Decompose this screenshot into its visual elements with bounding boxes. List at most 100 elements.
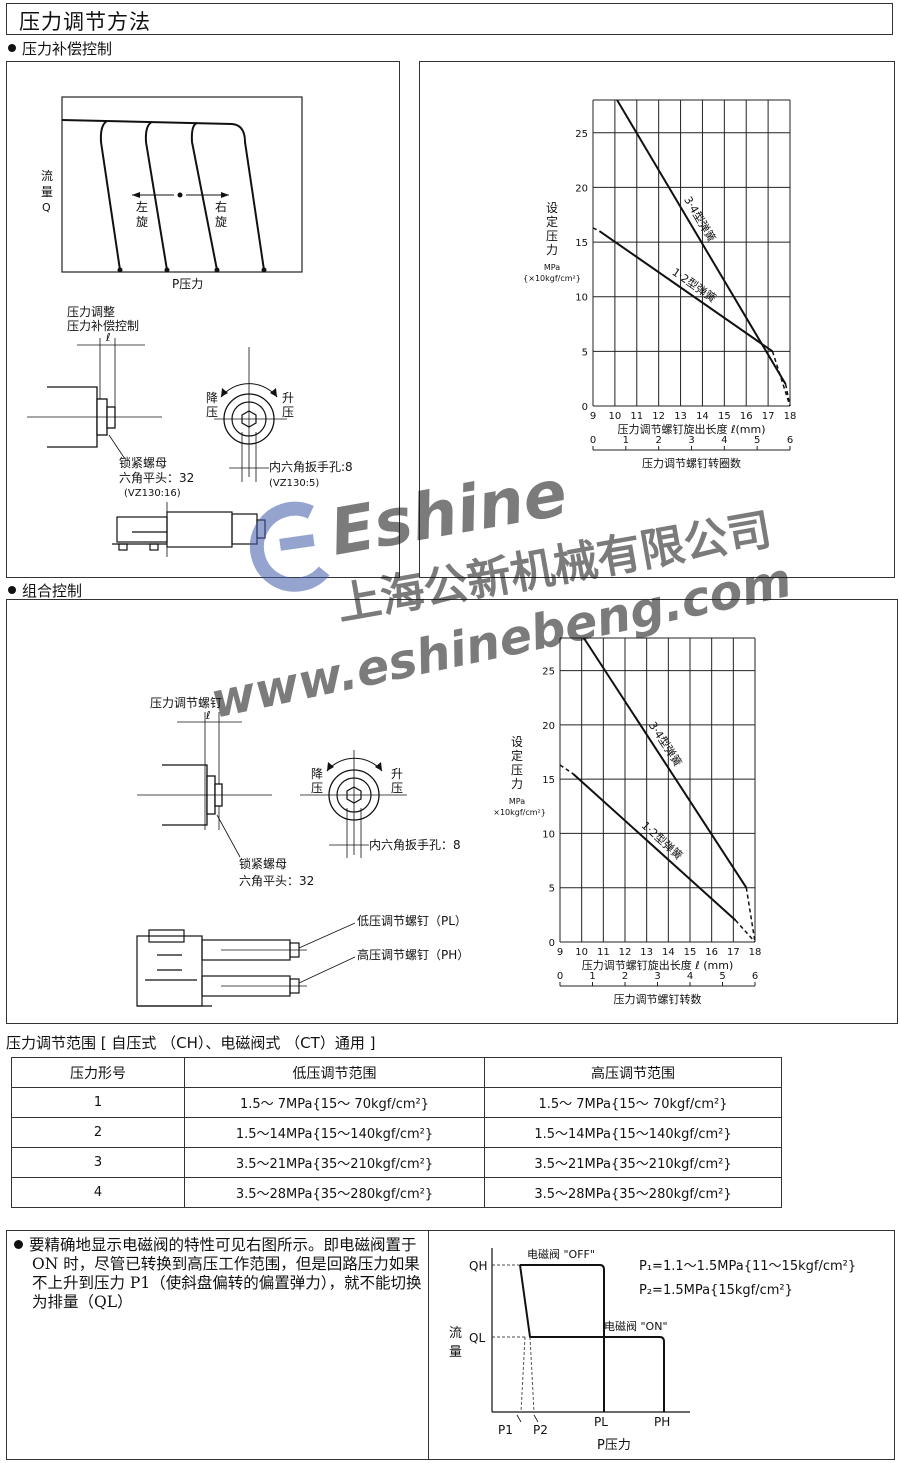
- x-label: P压力: [597, 1438, 631, 1453]
- table-header: 低压调节范围: [184, 1057, 485, 1088]
- x-tick-label: 12: [652, 411, 665, 422]
- vz-code-1: (VZ130:16): [124, 488, 181, 499]
- flow-label-2: 量: [41, 185, 53, 199]
- adj-label-1: 压力调整: [67, 304, 115, 319]
- y-label-char: 设: [546, 201, 558, 215]
- compensation-drawing-panel: 流 量 Q 左 旋 右 旋 P压力 压力调整 压力补偿控制 ℓ 锁紧螺母 六角平…: [6, 61, 400, 578]
- x-tick-label: 16: [740, 411, 753, 422]
- qh-label: QH: [469, 1259, 487, 1273]
- y-label-char: 力: [511, 777, 523, 791]
- table-header: 高压调节范围: [484, 1057, 782, 1088]
- curve-2: [144, 121, 168, 271]
- series-extension: [745, 887, 756, 943]
- x-tick-label: 17: [762, 411, 775, 422]
- series-extension: [734, 919, 756, 943]
- down-label-1: 降: [206, 391, 218, 405]
- turns-tick-label: 1: [589, 971, 595, 982]
- x-tick-label: 17: [727, 947, 740, 958]
- up-label-1: 升: [282, 391, 294, 405]
- hex-socket-label: 内六角扳手孔：8: [369, 838, 461, 852]
- turns-tick-label: 4: [687, 971, 693, 982]
- section-title: 压力补偿控制: [22, 40, 113, 58]
- left-turn-2: 旋: [136, 215, 148, 229]
- x-axis-label: 压力调节螺钉旋出长度 ℓ (mm): [582, 958, 734, 972]
- y-label-unit2: {×10kgf/cm²}: [523, 274, 581, 283]
- turns-tick-label: 6: [752, 971, 758, 982]
- section-title: 组合控制: [22, 582, 83, 600]
- series-line: [598, 230, 774, 353]
- series-line: [572, 772, 737, 922]
- turns-axis-label: 压力调节螺钉转圈数: [642, 456, 741, 470]
- y-tick-label: 10: [575, 293, 588, 304]
- p2-spec: P₂=1.5MPa{15kgf/cm²}: [639, 1283, 793, 1298]
- x-tick-label: 10: [575, 947, 588, 958]
- solenoid-chart: 电磁阀 "OFF" 电磁阀 "ON" P₁=1.1～1.5MPa{11～15kg…: [449, 1247, 856, 1453]
- x-tick-label: 14: [662, 947, 675, 958]
- ql-label: QL: [469, 1331, 485, 1345]
- ell-symbol: ℓ: [205, 709, 211, 722]
- y-label-unit: MPa: [509, 797, 525, 806]
- turns-tick-label: 4: [721, 435, 727, 446]
- solenoid-note: 要精确地显示电磁阀的特性可见右图所示。即电磁阀置于 ON 时，尽管已转换到高压工…: [14, 1236, 424, 1312]
- page-title-bar: 压力调节方法: [6, 3, 893, 35]
- p1-spec: P₁=1.1～1.5MPa{11～15kgf/cm²}: [639, 1259, 856, 1274]
- page-title: 压力调节方法: [19, 10, 151, 34]
- x-tick-label: 15: [718, 411, 731, 422]
- x-tick-label: 13: [674, 411, 687, 422]
- x-tick-label: 12: [619, 947, 632, 958]
- on-label: 电磁阀 "ON": [604, 1319, 668, 1333]
- flow-label-2: 量: [449, 1345, 462, 1360]
- series-lead: [559, 764, 574, 775]
- up-label-2: 压: [282, 405, 294, 419]
- y-tick-label: 10: [542, 829, 555, 840]
- flow-label-1: 流: [41, 169, 53, 183]
- curve-3: [190, 122, 218, 271]
- right-turn-2: 旋: [215, 215, 227, 229]
- lock-nut-label: 锁紧螺母: [239, 856, 287, 871]
- compensation-drawing: 流 量 Q 左 旋 右 旋 P压力 压力调整 压力补偿控制 ℓ 锁紧螺母 六角平…: [27, 96, 353, 557]
- series-extension: [784, 383, 791, 407]
- y-tick-label: 25: [542, 667, 555, 678]
- down-label-2: 压: [206, 405, 218, 419]
- x-label: P压力: [172, 277, 203, 291]
- x-tick-label: 9: [557, 947, 563, 958]
- y-tick-label: 20: [575, 183, 588, 194]
- turns-tick-label: 2: [655, 435, 661, 446]
- section-heading-compensation: 压力补偿控制: [6, 38, 112, 59]
- y-label-unit2: {×10kgf/cm²}: [493, 808, 546, 817]
- y-label-char: 压: [546, 229, 558, 243]
- x-tick-label: 18: [784, 411, 797, 422]
- hex-socket-label: 内六角扳手孔:8: [269, 460, 353, 474]
- x-tick-label: 11: [597, 947, 610, 958]
- y-label-char: 定: [546, 214, 558, 229]
- lock-nut-label: 锁紧螺母: [119, 455, 167, 470]
- x-tick-label: 16: [705, 947, 718, 958]
- y-tick-label: 0: [582, 402, 588, 413]
- x-tick-label: 13: [640, 947, 653, 958]
- tick-pl: PL: [594, 1415, 608, 1429]
- turns-tick-label: 0: [590, 435, 596, 446]
- turns-tick-label: 2: [622, 971, 628, 982]
- right-turn-1: 右: [215, 199, 227, 214]
- table-header: 压力形号: [11, 1057, 185, 1088]
- combined-assembly-sketch: [136, 929, 300, 1007]
- assembly-sketch: [112, 511, 266, 551]
- y-label-char: 设: [511, 735, 523, 749]
- flow-label-q: Q: [42, 201, 51, 214]
- turns-tick-label: 0: [557, 971, 563, 982]
- x-tick-label: 11: [630, 411, 643, 422]
- pl-screw-label: 低压调节螺钉（PL）: [357, 914, 467, 928]
- turns-tick-label: 1: [623, 435, 629, 446]
- up-label-1: 升: [391, 767, 403, 781]
- vz-code-2: (VZ130:5): [269, 478, 319, 489]
- x-tick-label: 10: [609, 411, 622, 422]
- x-axis-label: 压力调节螺钉旋出长度 ℓ(mm): [617, 422, 765, 436]
- x-tick-label: 18: [749, 947, 762, 958]
- series-extension: [771, 351, 791, 407]
- y-tick-label: 15: [575, 238, 588, 249]
- y-tick-label: 5: [582, 347, 588, 358]
